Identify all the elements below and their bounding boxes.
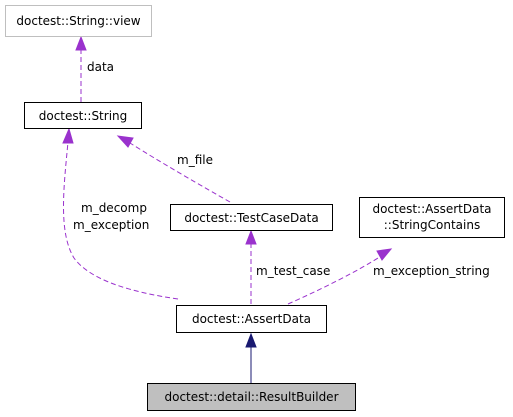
node-assert-string-contains[interactable]: doctest::AssertData ::StringContains bbox=[359, 197, 505, 238]
edge-assertdata-to-string bbox=[62, 127, 179, 300]
edge-label-m-file: m_file bbox=[177, 153, 213, 167]
edge-assertdata-to-stringcontains bbox=[287, 248, 393, 305]
node-assert-string-contains-label-line1: doctest::AssertData bbox=[372, 202, 491, 216]
node-test-case-data[interactable]: doctest::TestCaseData bbox=[170, 204, 333, 231]
node-string-label: doctest::String bbox=[39, 109, 128, 123]
node-test-case-data-label: doctest::TestCaseData bbox=[184, 211, 318, 225]
node-result-builder-label: doctest::detail::ResultBuilder bbox=[164, 390, 338, 404]
node-result-builder[interactable]: doctest::detail::ResultBuilder bbox=[147, 383, 356, 411]
node-assert-data[interactable]: doctest::AssertData bbox=[176, 305, 327, 333]
node-assert-string-contains-label-line2: ::StringContains bbox=[384, 218, 480, 232]
node-string-view-label: doctest::String::view bbox=[16, 14, 140, 28]
edge-testcasedata-to-string bbox=[116, 135, 231, 203]
edge-string-to-view bbox=[75, 35, 87, 102]
edge-label-m-exception: m_exception bbox=[73, 218, 149, 232]
node-string[interactable]: doctest::String bbox=[24, 102, 142, 129]
node-assert-data-label: doctest::AssertData bbox=[192, 312, 311, 326]
edge-label-data: data bbox=[87, 60, 114, 74]
edge-label-m-test-case: m_test_case bbox=[256, 264, 330, 278]
edge-assertdata-to-testcasedata bbox=[245, 229, 257, 304]
edge-label-m-exception-string: m_exception_string bbox=[373, 264, 490, 278]
edge-label-m-decomp: m_decomp bbox=[81, 201, 147, 215]
node-string-view[interactable]: doctest::String::view bbox=[5, 5, 152, 37]
edge-resultbuilder-inherits-assertdata bbox=[245, 332, 257, 383]
